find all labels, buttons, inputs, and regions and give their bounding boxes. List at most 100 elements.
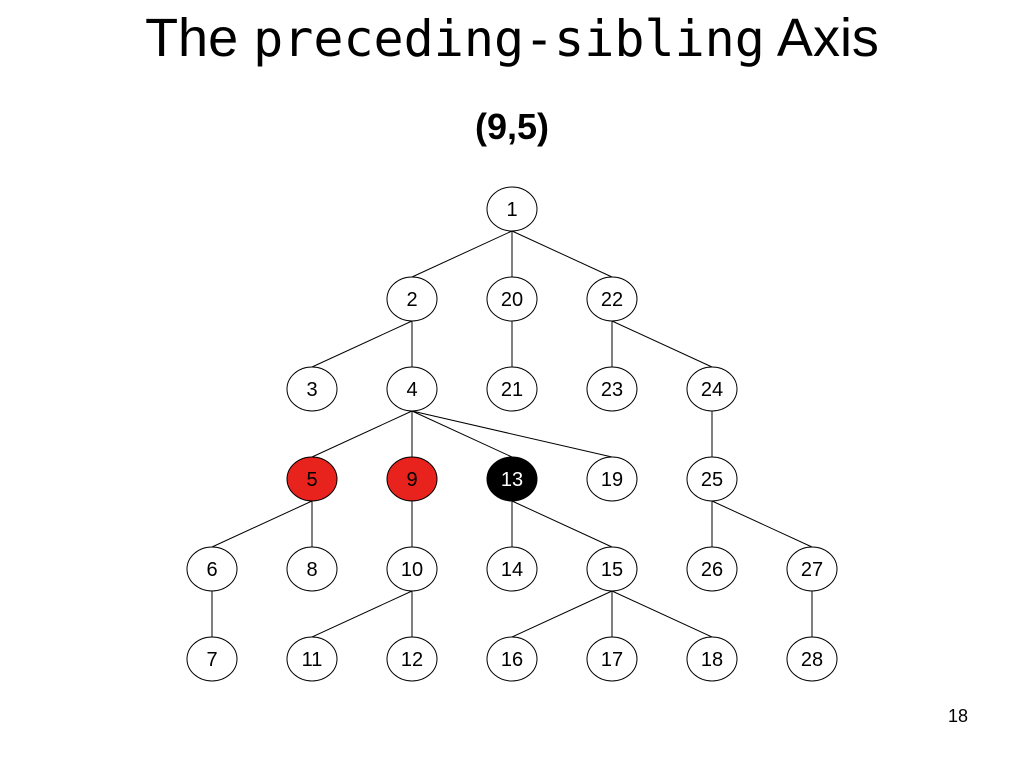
node-label: 13	[501, 469, 523, 491]
tree-node-27: 27	[786, 546, 838, 592]
node-circle	[786, 546, 838, 592]
edge-10-11	[311, 590, 413, 638]
node-circle	[686, 366, 738, 412]
tree-node-13: 13	[486, 456, 538, 502]
tree-node-17: 17	[586, 636, 638, 682]
node-circle	[786, 636, 838, 682]
node-label: 16	[501, 649, 523, 671]
edge-13-15	[511, 500, 613, 548]
node-circle	[486, 276, 538, 322]
node-circle	[386, 276, 438, 322]
tree-node-3: 3	[286, 366, 338, 412]
node-label: 15	[601, 559, 623, 581]
node-label: 19	[601, 469, 623, 491]
edge-2-3	[311, 320, 413, 368]
node-circle	[486, 186, 538, 232]
node-label: 24	[701, 379, 723, 401]
tree-node-22: 22	[586, 276, 638, 322]
node-label: 21	[501, 379, 523, 401]
node-label: 18	[701, 649, 723, 671]
node-label: 6	[206, 559, 217, 581]
node-label: 4	[406, 379, 417, 401]
node-label: 17	[601, 649, 623, 671]
node-circle	[486, 546, 538, 592]
tree-node-6: 6	[186, 546, 238, 592]
node-circle	[286, 636, 338, 682]
edge-4-19	[411, 410, 613, 458]
tree-node-25: 25	[686, 456, 738, 502]
node-label: 9	[406, 469, 417, 491]
tree-node-12: 12	[386, 636, 438, 682]
edge-4-13	[411, 410, 513, 458]
node-label: 20	[501, 289, 523, 311]
node-circle	[586, 276, 638, 322]
node-circle	[286, 546, 338, 592]
node-circle	[586, 636, 638, 682]
tree-node-19: 19	[586, 456, 638, 502]
tree-node-28: 28	[786, 636, 838, 682]
title-axis-name: preceding-sibling	[253, 10, 765, 68]
node-circle	[686, 546, 738, 592]
title-word-the: The	[145, 8, 239, 68]
tree-node-16: 16	[486, 636, 538, 682]
node-circle	[386, 636, 438, 682]
tree-node-9: 9	[386, 456, 438, 502]
tree-node-2: 2	[386, 276, 438, 322]
node-label: 3	[306, 379, 317, 401]
node-label: 14	[501, 559, 523, 581]
node-circle	[386, 366, 438, 412]
tree-node-14: 14	[486, 546, 538, 592]
edges-layer	[211, 230, 813, 638]
node-label: 22	[601, 289, 623, 311]
node-circle	[386, 546, 438, 592]
edge-25-27	[711, 500, 813, 548]
node-label: 2	[406, 289, 417, 311]
tree-node-10: 10	[386, 546, 438, 592]
edge-1-2	[411, 230, 513, 278]
node-label: 10	[401, 559, 423, 581]
node-circle	[686, 636, 738, 682]
tree-node-11: 11	[286, 636, 338, 682]
node-circle	[586, 456, 638, 502]
node-label: 12	[401, 649, 423, 671]
tree-node-26: 26	[686, 546, 738, 592]
node-label: 26	[701, 559, 723, 581]
node-circle	[186, 636, 238, 682]
node-circle	[686, 456, 738, 502]
node-circle	[286, 366, 338, 412]
edge-1-22	[511, 230, 613, 278]
edge-4-5	[311, 410, 413, 458]
node-circle	[486, 366, 538, 412]
node-circle	[586, 366, 638, 412]
edge-15-16	[511, 590, 613, 638]
tree-node-5: 5	[286, 456, 338, 502]
tree-node-20: 20	[486, 276, 538, 322]
tree-node-21: 21	[486, 366, 538, 412]
subtitle-node-pair: (9,5)	[474, 106, 550, 147]
node-circle	[486, 456, 538, 502]
node-label: 8	[306, 559, 317, 581]
node-label: 11	[302, 649, 323, 671]
node-label: 7	[206, 649, 217, 671]
node-label: 1	[506, 199, 517, 221]
tree-node-4: 4	[386, 366, 438, 412]
node-circle	[386, 456, 438, 502]
node-circle	[586, 546, 638, 592]
node-label: 23	[601, 379, 623, 401]
tree-node-24: 24	[686, 366, 738, 412]
node-label: 27	[801, 559, 823, 581]
node-label: 28	[801, 649, 823, 671]
title-word-axis: Axis	[776, 8, 879, 68]
node-circle	[186, 546, 238, 592]
edge-5-6	[211, 500, 313, 548]
tree-node-23: 23	[586, 366, 638, 412]
tree-node-8: 8	[286, 546, 338, 592]
edge-22-24	[611, 320, 713, 368]
node-circle	[486, 636, 538, 682]
tree-node-1: 1	[486, 186, 538, 232]
tree-node-15: 15	[586, 546, 638, 592]
tree-node-7: 7	[186, 636, 238, 682]
node-label: 5	[306, 469, 317, 491]
